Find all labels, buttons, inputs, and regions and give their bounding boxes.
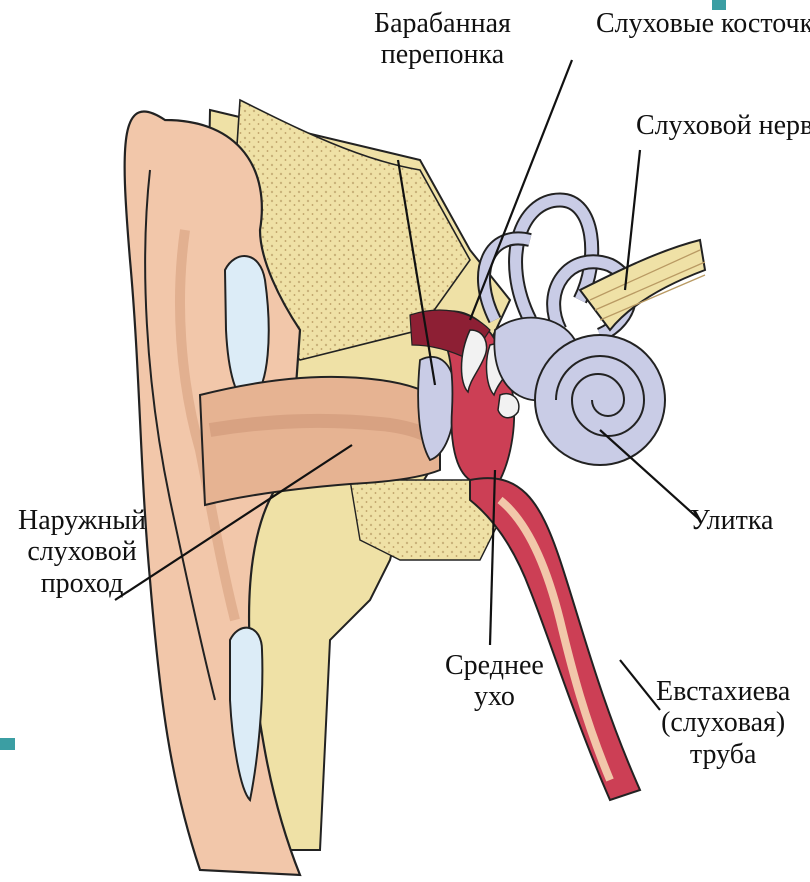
pointer-cochlea [600,430,700,520]
ossicle-stapes [498,394,519,418]
label-outer-canal-line2: слуховой [18,536,146,567]
label-eustachian-line3: труба [656,739,790,770]
label-ossicles: Слуховые косточки [596,8,810,39]
label-eustachian-line2: (слуховая) [656,707,790,738]
label-eardrum-line1: Барабанная [374,8,511,39]
label-ossicles-text: Слуховые косточки [596,8,810,39]
label-middle-ear-line1: Среднее [445,650,544,681]
cochlea-spiral [535,335,665,465]
label-eardrum-line2: перепонка [374,39,511,70]
label-outer-canal: Наружный слуховой проход [18,505,146,599]
label-outer-canal-line1: Наружный [18,505,146,536]
eustachian-tube [470,478,640,800]
label-eardrum: Барабанная перепонка [374,8,511,71]
label-cochlea: Улитка [690,505,773,536]
label-eustachian-line1: Евстахиева [656,676,790,707]
label-auditory-nerve: Слуховой нерв [636,110,810,141]
eardrum-shape [418,357,455,460]
label-cochlea-text: Улитка [690,505,773,536]
label-auditory-nerve-text: Слуховой нерв [636,110,810,141]
label-eustachian-tube: Евстахиева (слуховая) труба [656,676,790,770]
label-outer-canal-line3: проход [18,568,146,599]
label-middle-ear: Среднее ухо [445,650,544,713]
label-middle-ear-line2: ухо [445,681,544,712]
pointer-eustachian [620,660,660,710]
